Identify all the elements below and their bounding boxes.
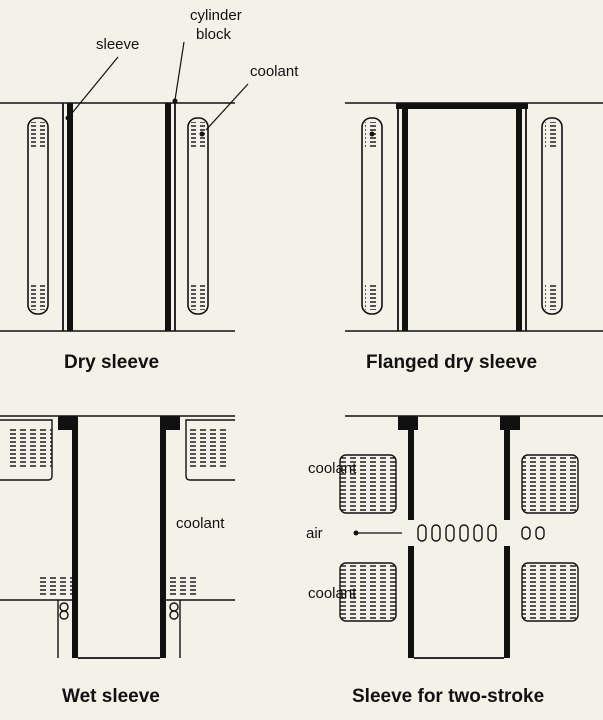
wet-sleeve-drawing: [0, 415, 235, 659]
label-cylinder-block-line1: cylinder: [190, 7, 242, 24]
caption-flanged-dry-sleeve: Flanged dry sleeve: [366, 352, 538, 373]
label-air: air: [306, 525, 323, 542]
caption-dry-sleeve: Dry sleeve: [64, 352, 160, 373]
dry-sleeve-drawing: [0, 41, 249, 332]
label-sleeve: sleeve: [96, 36, 140, 53]
label-coolant-two-stroke-bottom: coolant: [308, 585, 357, 602]
label-coolant-two-stroke-top: coolant: [308, 460, 357, 477]
label-coolant-dry: coolant: [250, 63, 299, 80]
label-coolant-wet: coolant: [176, 515, 225, 532]
label-cylinder-block-line2: block: [196, 26, 232, 43]
flanged-dry-sleeve-drawing: [345, 102, 603, 332]
two-stroke-sleeve-drawing: [339, 415, 603, 659]
caption-wet-sleeve: Wet sleeve: [62, 686, 160, 707]
caption-sleeve-two-stroke: Sleeve for two-stroke: [352, 686, 545, 707]
